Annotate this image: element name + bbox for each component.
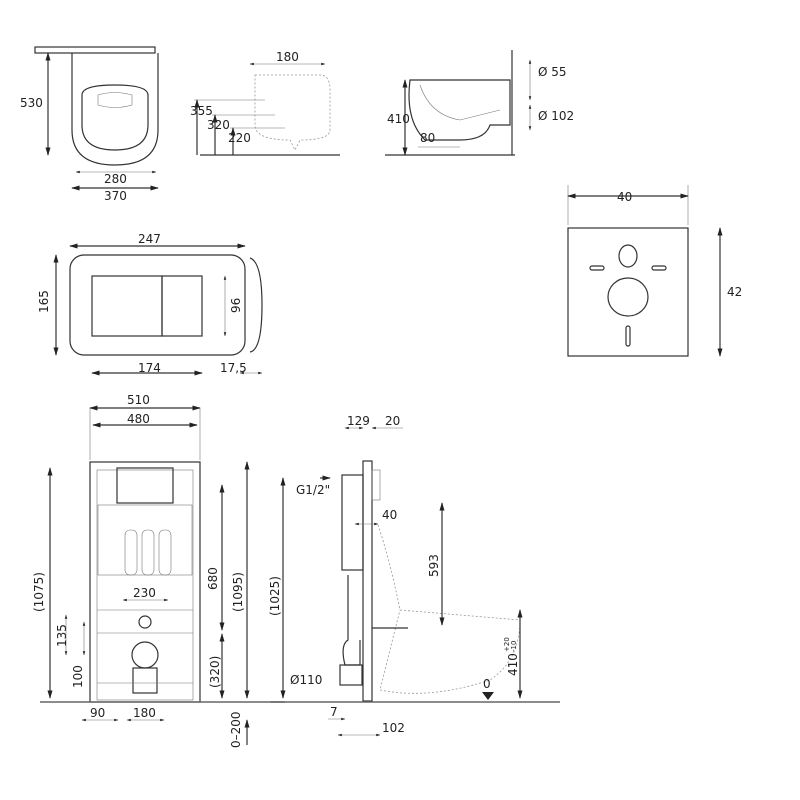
outlet-offset-label: 80 xyxy=(420,131,435,145)
d40-label: 40 xyxy=(382,508,397,522)
bowl-depth-label: 530 xyxy=(20,96,43,110)
plate-offset-label: 20 xyxy=(385,414,400,428)
bolt-spacing-label: 230 xyxy=(133,586,156,600)
seat-height-label: 410 xyxy=(506,653,520,676)
frame-max-height-label: (1095) xyxy=(231,572,245,612)
flush-plate: 247 165 96 174 17,5 xyxy=(37,232,263,376)
frame-inner-width-label: 480 xyxy=(127,412,150,426)
bowl-back-width-label: 180 xyxy=(276,50,299,64)
tol-plus-label: +20 xyxy=(503,637,511,652)
tol-minus-label: -10 xyxy=(510,641,518,652)
button-height-label: 96 xyxy=(229,298,243,313)
foot-label: 90 xyxy=(90,706,105,720)
plate-height-label: 165 xyxy=(37,290,51,313)
frame-outer-width-label: 510 xyxy=(127,393,150,407)
bowl-top-view: 530 280 370 xyxy=(20,46,159,203)
bowl-back-view: 180 355 320 220 xyxy=(190,50,340,156)
actuation-height-label: 680 xyxy=(206,567,220,590)
adjust-range-label: 0–200 xyxy=(229,711,243,748)
outlet-diameter-label: Ø 102 xyxy=(538,109,574,123)
outlet-spacing-label: 180 xyxy=(133,706,156,720)
bowl-back-h2-label: 320 xyxy=(207,118,230,132)
bowl-height-label: 410 xyxy=(387,112,410,126)
h100-label: 100 xyxy=(71,665,85,688)
plate-thickness-label: 17,5 xyxy=(220,361,247,375)
bowl-side-view: 410 Ø 55 Ø 102 80 xyxy=(385,50,574,156)
frame-depth-label: 129 xyxy=(347,414,370,428)
bowl-width-label: 370 xyxy=(104,189,127,203)
mat-height-label: 42 xyxy=(727,285,742,299)
frame-total-height-label: (1075) xyxy=(32,572,46,612)
d102-label: 102 xyxy=(382,721,405,735)
frame-front-view: 510 480 (1075) 680 (1095) 230 135 100 (3… xyxy=(32,393,285,748)
button-width-label: 174 xyxy=(138,361,161,375)
inlet-diameter-label: Ø 55 xyxy=(538,65,567,79)
plate-width-label: 247 xyxy=(138,232,161,246)
sound-mat: 40 42 xyxy=(567,185,742,357)
bowl-back-h1-label: 355 xyxy=(190,104,213,118)
h135-label: 135 xyxy=(55,624,69,647)
bowl-fixing-label: 280 xyxy=(104,172,127,186)
frame-side-height-label: (1025) xyxy=(268,576,282,616)
frame-side-view: 129 20 G1/2" 40 593 (1025) Ø110 0 410 +2… xyxy=(268,414,560,737)
drain-diameter-label: Ø110 xyxy=(290,673,322,687)
h593-label: 593 xyxy=(427,554,441,577)
bowl-back-h3-label: 220 xyxy=(228,131,251,145)
floor-zero-label: 0 xyxy=(483,677,491,691)
water-supply-label: G1/2" xyxy=(296,483,330,497)
d7-label: 7 xyxy=(330,705,338,719)
mat-width-label: 40 xyxy=(617,190,632,204)
h320-label: (320) xyxy=(208,656,222,688)
